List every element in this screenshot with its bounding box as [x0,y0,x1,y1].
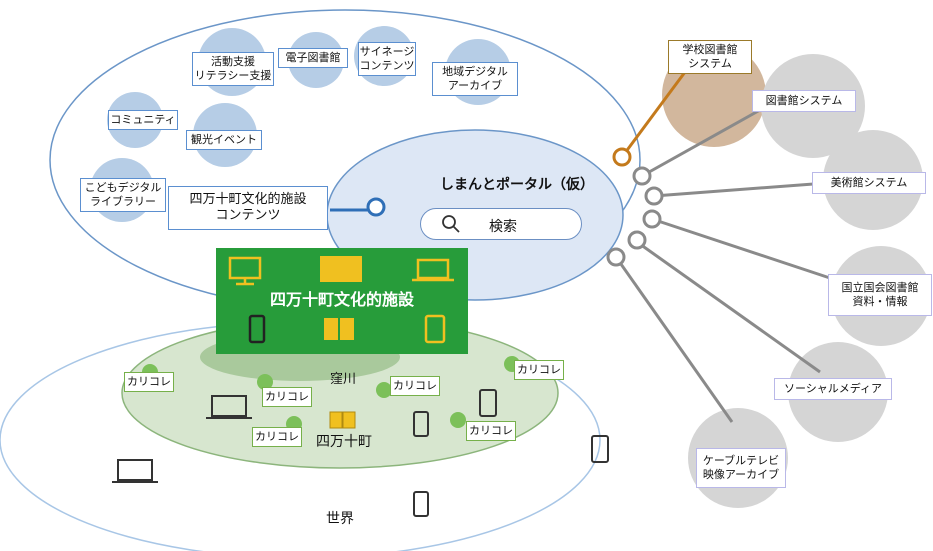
laptop-icon [211,395,247,417]
ring-bijutsu [644,186,664,206]
connector-bijutsu [653,180,841,198]
connector-social [636,240,821,374]
content-label-chiiki: 地域デジタル アーカイブ [432,62,518,96]
search-label: 検索 [489,219,517,235]
ring-kokuritsu [642,209,662,229]
system-label-cable: ケーブルテレビ 映像アーカイブ [696,448,786,488]
connector-tosho [641,108,761,178]
facility-contents-label: 四万十町文化的施設 コンテンツ [168,186,328,230]
book-icon [329,411,356,429]
phone-icon [248,314,266,344]
ring-social [627,230,647,250]
tablet-icon [591,435,609,463]
laptop-icon [416,258,450,280]
phone-icon [413,491,429,517]
karikore-label: カリコレ [252,427,302,447]
karikore-label: カリコレ [514,360,564,380]
content-label-denshi: 電子図書館 [278,48,348,68]
system-label-bijutsu: 美術館システム [812,172,926,194]
phone-icon [413,411,429,437]
content-label-katsudo: 活動支援 リテラシー支援 [192,52,274,86]
contents-connector-ring [366,197,386,217]
connector-gakko [620,67,690,158]
dot-4 [376,382,392,398]
dot-2 [257,374,273,390]
facility-banner: 四万十町文化的施設 [216,248,468,354]
system-label-tosho: 図書館システム [752,90,856,112]
content-label-signage: サイネージ コンテンツ [358,42,416,76]
portal-search[interactable]: 検索 [420,208,582,240]
ring-tosho [632,166,652,186]
system-label-gakko: 学校図書館 システム [668,40,752,74]
system-label-social: ソーシャルメディア [774,378,892,400]
search-icon [442,215,460,233]
book-icon [324,318,354,340]
world-label: 世界 [326,511,354,528]
facility-icons [228,256,454,344]
content-label-kodomo: こどもデジタル ライブラリー [80,178,166,212]
content-label-kanko: 観光イベント [186,130,262,150]
karikore-label: カリコレ [262,387,312,407]
display-icon [320,256,362,282]
karikore-label: カリコレ [466,421,516,441]
monitor-icon [228,256,262,280]
dot-5 [450,412,466,428]
laptop-icon [117,459,153,481]
facility-title: 四万十町文化的施設 [269,290,414,309]
karikore-label: カリコレ [390,376,440,396]
karikore-label: カリコレ [124,372,174,392]
connector-cable [614,256,734,423]
town-label: 四万十町 [316,434,372,451]
tablet-icon [424,314,446,344]
district-label: 窪川 [329,371,356,387]
content-label-community: コミュニティ [108,110,178,130]
portal-title: しまんとポータル（仮） [440,177,594,193]
connector-kokuritsu [651,217,849,286]
ring-gakko [612,147,632,167]
system-label-kokuritsu: 国立国会図書館 資料・情報 [828,274,932,316]
tablet-icon [479,389,497,417]
ring-cable [606,247,626,267]
